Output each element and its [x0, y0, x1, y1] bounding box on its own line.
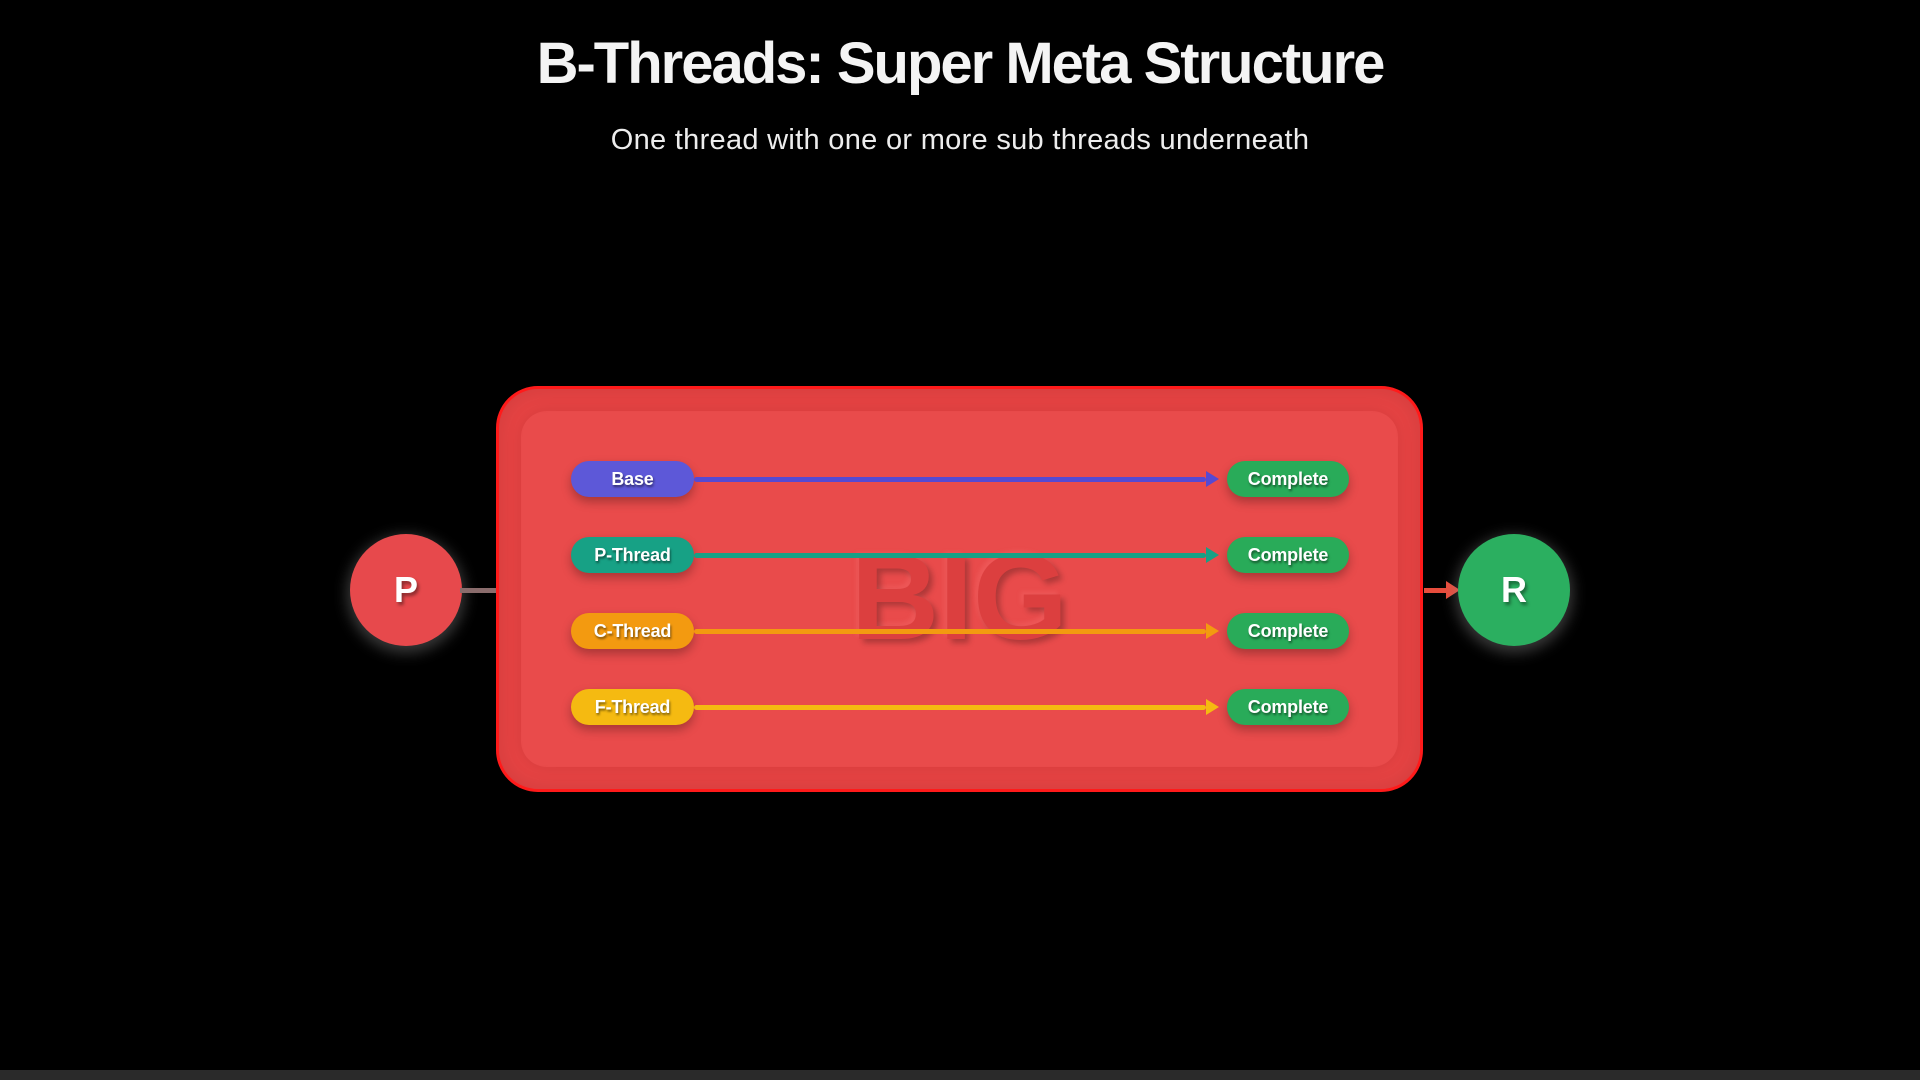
connector-box-to-r — [1424, 588, 1447, 593]
thread-pill-f-thread: F-Thread — [571, 689, 694, 725]
status-pill-complete: Complete — [1227, 613, 1349, 649]
connector-p-to-box — [460, 588, 497, 593]
page-subtitle: One thread with one or more sub threads … — [610, 124, 1310, 156]
thread-row-p-thread: P-Thread Complete — [571, 537, 1349, 573]
arrow-right-icon — [1206, 547, 1219, 563]
end-node-r: R — [1458, 534, 1570, 646]
start-node-label: P — [393, 569, 418, 610]
arrow-right-icon — [1206, 471, 1219, 487]
bottom-strip — [0, 1070, 1920, 1080]
thread-row-f-thread: F-Thread Complete — [571, 689, 1349, 725]
thread-pill-c-thread: C-Thread — [571, 613, 694, 649]
thread-line — [694, 476, 1206, 482]
thread-row-c-thread: C-Thread Complete — [571, 613, 1349, 649]
thread-row-base: Base Complete — [571, 461, 1349, 497]
end-node-label: R — [1501, 569, 1527, 610]
thread-line — [694, 704, 1206, 710]
thread-line — [694, 552, 1206, 558]
arrow-right-icon — [1206, 699, 1219, 715]
super-container: BIG Base Complete P-Thread Complete C-Th… — [496, 386, 1423, 792]
arrow-right-icon — [1446, 581, 1460, 599]
thread-rows: Base Complete P-Thread Complete C-Thread… — [571, 461, 1349, 725]
thread-pill-base: Base — [571, 461, 694, 497]
watermark-text: BIG — [851, 529, 1068, 665]
start-node-p: P — [350, 534, 462, 646]
page-title: B-Threads: Super Meta Structure — [536, 31, 1386, 96]
status-pill-complete: Complete — [1227, 689, 1349, 725]
status-pill-complete: Complete — [1227, 461, 1349, 497]
thread-line — [694, 628, 1206, 634]
thread-pill-p-thread: P-Thread — [571, 537, 694, 573]
arrow-right-icon — [1206, 623, 1219, 639]
status-pill-complete: Complete — [1227, 537, 1349, 573]
